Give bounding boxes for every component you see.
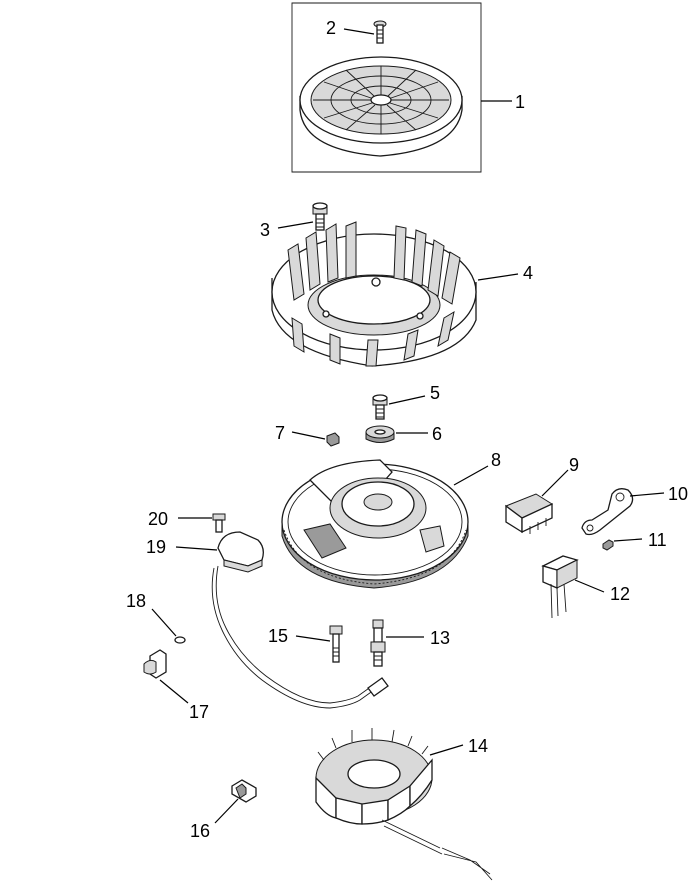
- part-12-connector: [541, 555, 579, 619]
- callout-19: 19: [146, 537, 166, 557]
- part-9-regulator: [504, 493, 554, 534]
- leader-7: [291, 431, 326, 440]
- part-19-ignition-module: [211, 531, 389, 709]
- part-4-fan: [271, 221, 477, 367]
- callout-6: 6: [432, 424, 442, 444]
- callout-1: 1: [515, 92, 525, 112]
- callout-17: 17: [189, 702, 209, 722]
- leader-17: [159, 679, 189, 704]
- callout-16: 16: [190, 821, 210, 841]
- part-16-clip: [231, 779, 257, 803]
- callout-3: 3: [260, 220, 270, 240]
- leader-10: [629, 492, 665, 497]
- callout-8: 8: [491, 450, 501, 470]
- leader-18: [151, 608, 177, 637]
- callout-18: 18: [126, 591, 146, 611]
- part-11-screw: [602, 539, 614, 551]
- leader-2: [343, 28, 375, 35]
- leader-14: [429, 744, 464, 756]
- leader-16: [214, 798, 239, 824]
- part-1-group-bracket: [291, 2, 482, 173]
- callout-9: 9: [569, 455, 579, 475]
- callout-10: 10: [668, 484, 688, 504]
- part-3-bolt: [312, 202, 328, 231]
- leader-5: [388, 395, 426, 405]
- leader-4: [477, 273, 519, 281]
- callout-2: 2: [326, 18, 336, 38]
- callout-4: 4: [523, 263, 533, 283]
- callout-5: 5: [430, 383, 440, 403]
- callout-20: 20: [148, 509, 168, 529]
- leader-9: [541, 469, 569, 497]
- part-8-flywheel: [281, 459, 469, 589]
- callout-7: 7: [275, 423, 285, 443]
- part-10-bracket: [581, 488, 634, 536]
- part-2-screw: [373, 20, 387, 44]
- leader-8: [453, 465, 489, 486]
- callout-14: 14: [468, 736, 488, 756]
- part-6-washer: [365, 425, 395, 443]
- callout-13: 13: [430, 628, 450, 648]
- part-1-screen: [299, 56, 463, 157]
- part-13-spark-plug: [370, 619, 386, 667]
- callout-11: 11: [648, 530, 667, 550]
- leader-19: [175, 546, 218, 551]
- part-20-bolt: [212, 513, 226, 533]
- callout-12: 12: [610, 584, 630, 604]
- part-15-bolt: [329, 625, 343, 663]
- leader-12: [574, 579, 605, 593]
- part-17-clamp: [143, 649, 167, 679]
- leader-11: [613, 538, 643, 542]
- part-18-washer: [174, 636, 186, 644]
- leader-15: [295, 635, 331, 642]
- callout-15: 15: [268, 626, 288, 646]
- leader-3: [277, 221, 314, 229]
- part-7-key: [326, 432, 340, 447]
- part-5-bolt: [372, 394, 388, 420]
- part-14-stator: [315, 728, 493, 881]
